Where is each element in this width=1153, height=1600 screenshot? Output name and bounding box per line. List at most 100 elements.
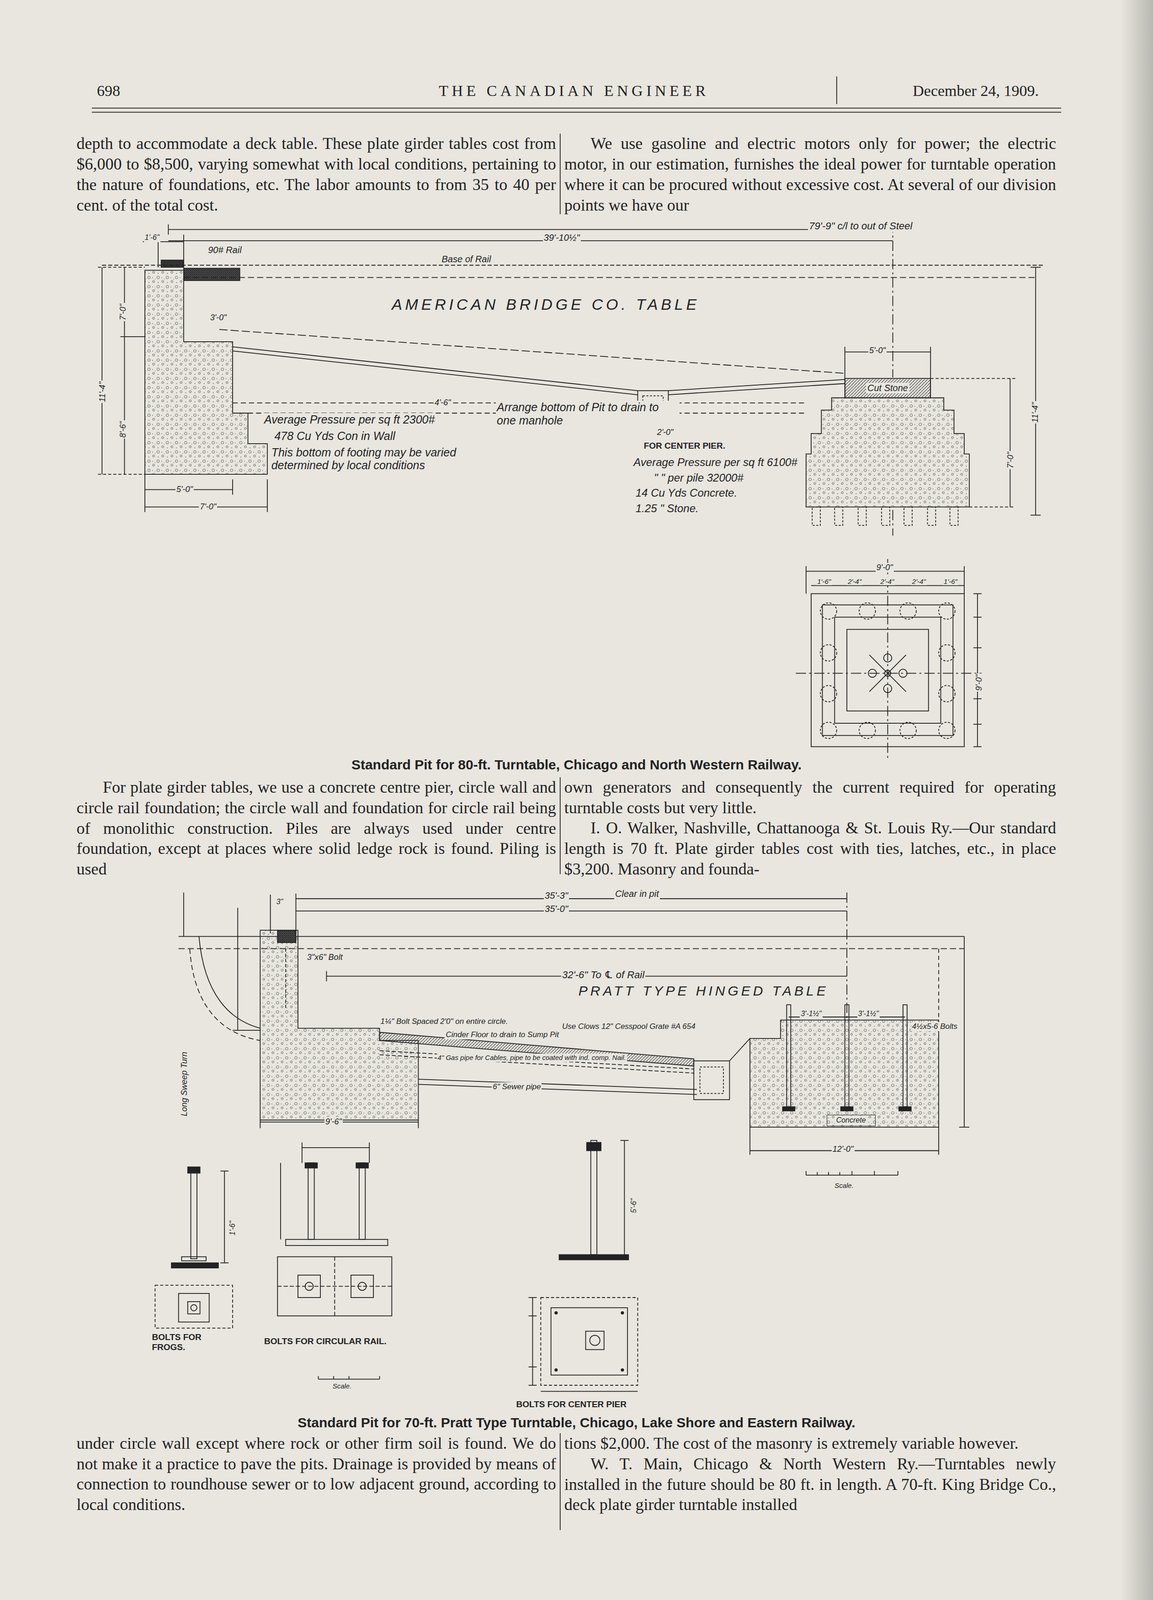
turntable-pit-section [295, 898, 847, 900]
turntable-pit-section [198, 936, 261, 1029]
center-pier-plan [938, 644, 956, 662]
figure-caption: Standard Pit for 80-ft. Turntable, Chica… [91, 757, 1062, 774]
drawing-note: Clear in pit [614, 888, 660, 900]
center-pier-plan [868, 669, 877, 678]
dimension-label: 5'-6" [629, 1197, 638, 1215]
rail-bolt-detail [379, 1376, 381, 1380]
center-pier-plan [973, 593, 982, 595]
dimension-label: 1'-6" [816, 577, 832, 586]
turntable-pit-section [123, 267, 125, 475]
rail-bolt-detail [348, 1376, 350, 1380]
running-head: THE CANADIAN ENGINEER [346, 81, 802, 100]
paragraph: For plate girder tables, we use a concre… [76, 777, 556, 880]
dimension-label: 8'-6" [118, 420, 128, 439]
turntable-pit-section [930, 377, 1015, 379]
drawing-note: Average Pressure per sq ft 6100# [632, 456, 798, 469]
drawing-note: Base of Rail [441, 254, 493, 265]
drawing-note: Use Clows 12" Cesspool Grate #A 654 [561, 1022, 697, 1032]
frog-bolt-detail [220, 1262, 229, 1264]
paragraph: depth to accommodate a deck table. These… [76, 133, 556, 216]
turntable-pit-section [418, 1084, 697, 1095]
turntable-pit-section [844, 378, 931, 398]
rail-bolt-detail [301, 1142, 303, 1164]
center-pier-plan [973, 723, 982, 725]
pier-bolt-detail [554, 1312, 558, 1315]
rail-bolt-detail [305, 1163, 318, 1169]
turntable-pit-section [963, 936, 965, 1128]
center-pier-plan [973, 746, 982, 748]
turntable-pit-section [285, 948, 287, 1010]
dimension-label: 1'-6" [228, 1220, 237, 1237]
turntable-pit-section [816, 1172, 818, 1176]
turntable-pit-section [729, 1038, 750, 1062]
pier-bolt-detail [621, 1369, 624, 1372]
pier-bolt-detail [586, 1142, 601, 1152]
turntable-pit-section [183, 892, 185, 937]
page-rule [559, 133, 561, 214]
block-label: Cut Stone [866, 382, 910, 394]
turntable-pit-section [259, 1120, 261, 1129]
turntable-pit-section [379, 1051, 695, 1070]
rail-bolt-detail [355, 1163, 369, 1169]
turntable-pit-section [897, 1171, 899, 1176]
figure-caption: Standard Pit for 70-ft. Pratt Type Turnt… [91, 1415, 1062, 1432]
pier-bolt-detail [554, 1369, 558, 1372]
pier-bolt-detail [540, 1297, 638, 1386]
page-rule [91, 111, 1062, 113]
page-edge [1120, 0, 1153, 1600]
dimension-label: 12'-0" [831, 1144, 855, 1155]
page-rule [836, 76, 838, 104]
turntable-pit-section [101, 267, 103, 475]
dimension-label: 7'-0" [1005, 451, 1016, 470]
center-pier-plan [820, 722, 837, 739]
turntable-pit-section [144, 474, 146, 513]
drawing-note: 6" Sewer pipe [491, 1082, 542, 1092]
rail-bolt-detail [359, 1163, 366, 1240]
pier-bolt-detail [528, 1140, 638, 1392]
turntable-pit-section [144, 270, 268, 475]
turntable-pit-section [270, 894, 271, 934]
turntable-pit-section [120, 336, 145, 338]
rail-bolt-detail [302, 1147, 370, 1149]
center-pier-plan [796, 559, 982, 761]
turntable-pit-section [266, 479, 268, 512]
turntable-pit-section [874, 1171, 876, 1176]
rail-bolt-detail [334, 1257, 335, 1317]
turntable-pit-section [1009, 378, 1011, 507]
dimension-label: 7'-0" [118, 302, 128, 322]
center-pier-plan [899, 603, 917, 620]
turntable-pit-section [903, 507, 913, 526]
paragraph: We use gasoline and electric motors only… [564, 133, 1057, 216]
center-pier-plan [963, 566, 965, 594]
turntable-pit-section [938, 1127, 940, 1155]
turntable-pit-section [950, 507, 959, 526]
concrete-block: Concrete [826, 1115, 876, 1127]
turntable-pit-section [97, 222, 1043, 536]
dimension-label: 2'-4" [911, 577, 927, 586]
drawing-note: 90# Rail [207, 244, 243, 256]
turntable-pit-section [326, 971, 328, 982]
running-head: 698 [96, 81, 121, 100]
detail-title: BOLTS FOR CENTER PIER [515, 1399, 628, 1410]
drawing-note: Cinder Floor to drain to Sump Pit [444, 1030, 560, 1040]
paragraph: own generators and consequently the curr… [564, 777, 1057, 819]
center-pier-plan [938, 603, 956, 620]
turntable-pit-section [749, 1127, 751, 1155]
turntable-pit-section [828, 1172, 829, 1176]
center-pier-plan [887, 559, 889, 761]
page-rule [91, 107, 1062, 109]
turntable-pit-section [700, 1067, 724, 1094]
center-pier-plan [834, 617, 941, 724]
turntable-pit-section [892, 510, 894, 536]
turntable-pit-section [168, 240, 893, 242]
pier-bolt-detail [528, 1297, 537, 1299]
dimension-label: 9'-6" [324, 1117, 343, 1127]
rail-bolt-detail [308, 1163, 314, 1240]
drawing-note: 3"x6" Bolt [306, 952, 344, 963]
drawing-note: 1¼" Bolt Spaced 2'0" on entire circle. [379, 1017, 510, 1027]
turntable-pit-section [858, 507, 867, 526]
paragraph: under circle wall except where rock or o… [76, 1433, 556, 1516]
pier-bolt-detail [590, 1140, 597, 1255]
dimension-label: 5'-0" [868, 345, 887, 356]
turntable-pit-section [1035, 267, 1037, 516]
